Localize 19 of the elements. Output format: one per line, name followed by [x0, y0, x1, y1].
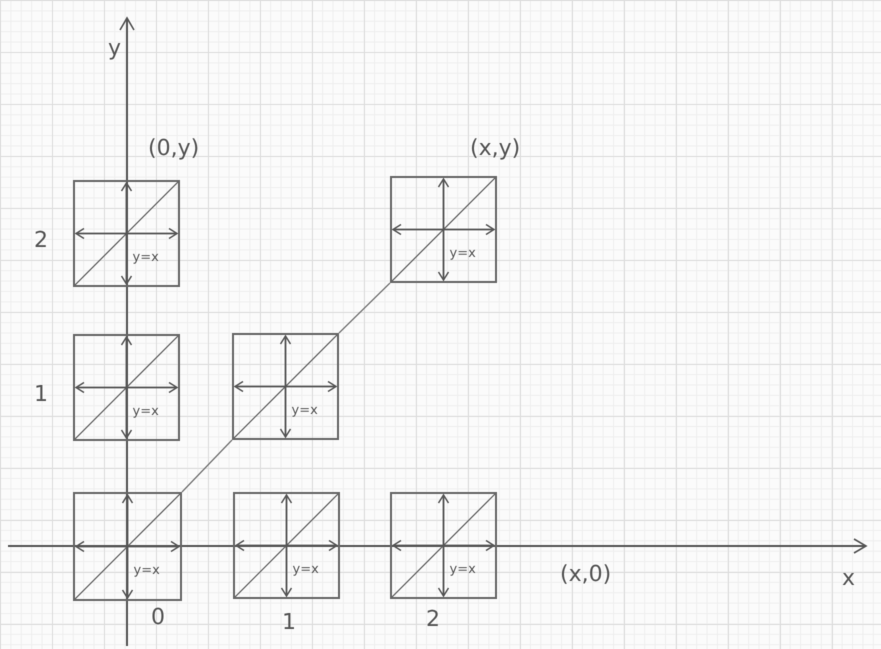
diagonal-line — [182, 440, 232, 492]
axis-label: x — [842, 568, 856, 590]
equation-label: y=x — [134, 562, 160, 578]
coordinate-label: (0,y) — [148, 138, 200, 160]
equation-label: y=x — [450, 562, 476, 576]
equation-label: y=x — [292, 402, 318, 418]
axis-label: y — [108, 38, 122, 60]
tick-label: 0 — [151, 607, 165, 629]
tick-label: 2 — [426, 609, 440, 631]
diagonal-line — [338, 282, 390, 334]
tick-label: 1 — [282, 612, 296, 634]
equation-label: y=x — [132, 404, 159, 418]
equation-label: y=x — [292, 562, 319, 576]
tick-label: 1 — [34, 384, 48, 406]
equation-label: y=x — [132, 250, 159, 264]
equation-label: y=x — [450, 246, 476, 260]
coordinate-label: (x,0) — [560, 564, 612, 586]
tick-label: 2 — [34, 230, 48, 252]
coordinate-label: (x,y) — [470, 138, 520, 160]
